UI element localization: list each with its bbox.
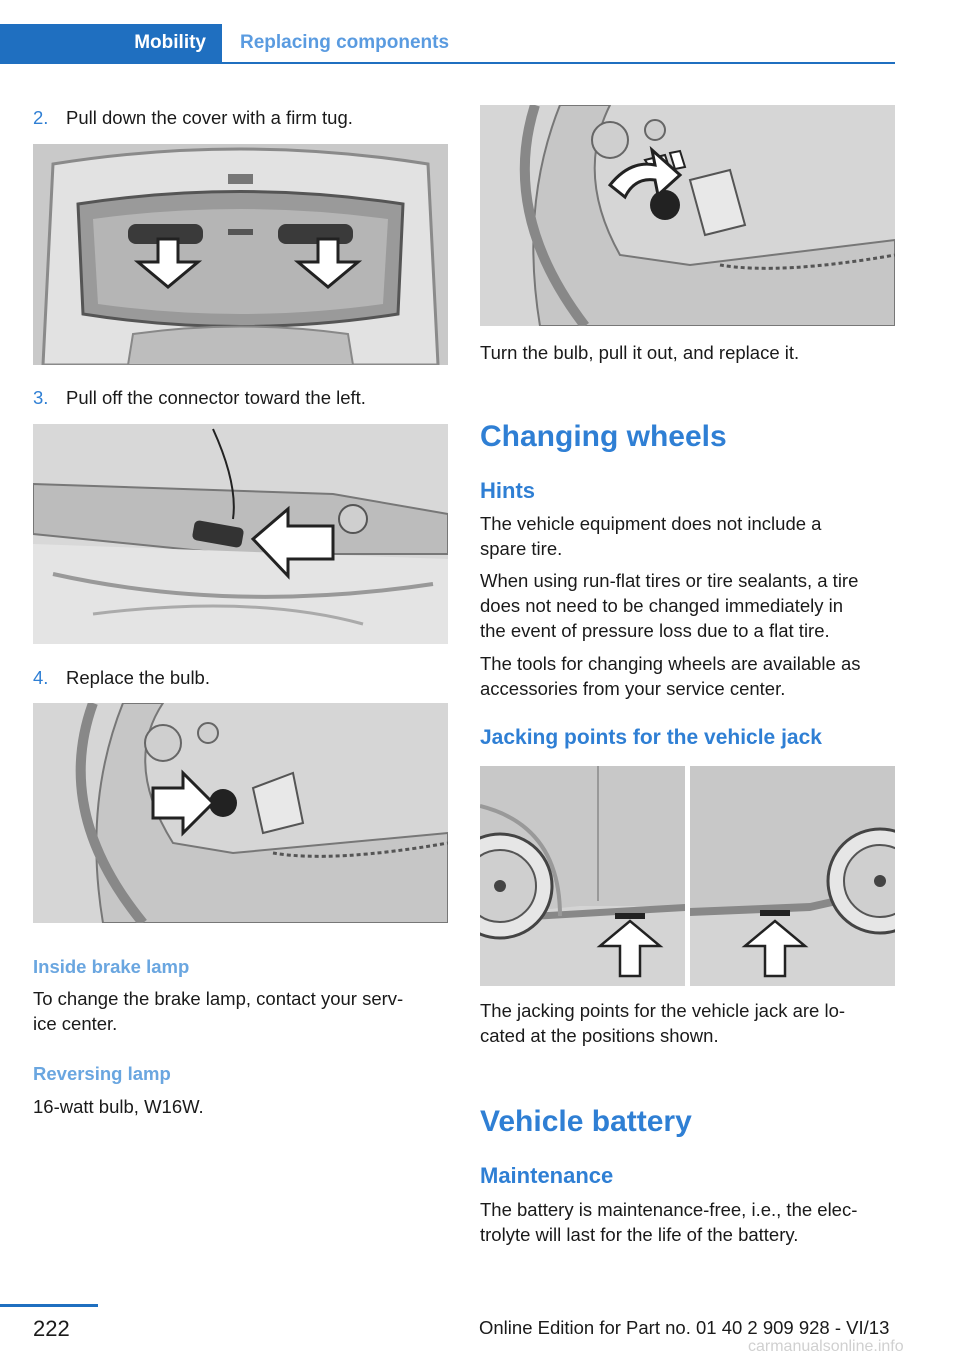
tab-replacing-components[interactable]: Replacing components [240,32,450,53]
heading-maintenance: Maintenance [480,1163,614,1188]
tab-mobility[interactable]: Mobility [0,24,222,62]
figure-turn-bulb [480,105,895,326]
text-reversing-lamp: 16-watt bulb, W16W. [33,1096,204,1117]
heading-vehicle-battery: Vehicle battery [480,1105,692,1138]
figure-trunk-cover [33,144,448,365]
text-hints-3: The tools for changing wheels are availa… [480,653,861,699]
footer-rule [0,1304,98,1307]
figure-jacking-points [480,766,895,986]
heading-changing-wheels: Changing wheels [480,420,727,453]
text-inside-brake-lamp: To change the brake lamp, contact your s… [33,988,404,1034]
header-bar: Mobility Replacing components [0,24,895,64]
page-number: 222 [33,1316,70,1341]
step-4: 4. Replace the bulb. [33,667,210,688]
caption-jacking-points: The jacking points for the vehicle jack … [480,1000,846,1046]
heading-jacking-points: Jacking points for the vehicle jack [480,726,822,749]
watermark: carmanualsonline.info [748,1338,904,1355]
heading-reversing-lamp: Reversing lamp [33,1063,171,1084]
figure-replace-bulb [33,703,448,923]
step-3: 3. Pull off the connector toward the lef… [33,387,366,408]
caption-turn-bulb: Turn the bulb, pull it out, and replace … [480,342,800,363]
heading-hints: Hints [480,478,535,503]
text-hints-2: When using run-flat tires or tire sealan… [480,570,859,641]
text-hints-1: The vehicle equipment does not include a… [480,513,822,559]
edition-info: Online Edition for Part no. 01 40 2 909 … [479,1317,890,1338]
heading-inside-brake-lamp: Inside brake lamp [33,956,190,977]
step-2: 2. Pull down the cover with a firm tug. [33,107,353,128]
text-battery: The battery is maintenance-free, i.e., t… [480,1199,858,1245]
figure-connector [33,424,448,644]
